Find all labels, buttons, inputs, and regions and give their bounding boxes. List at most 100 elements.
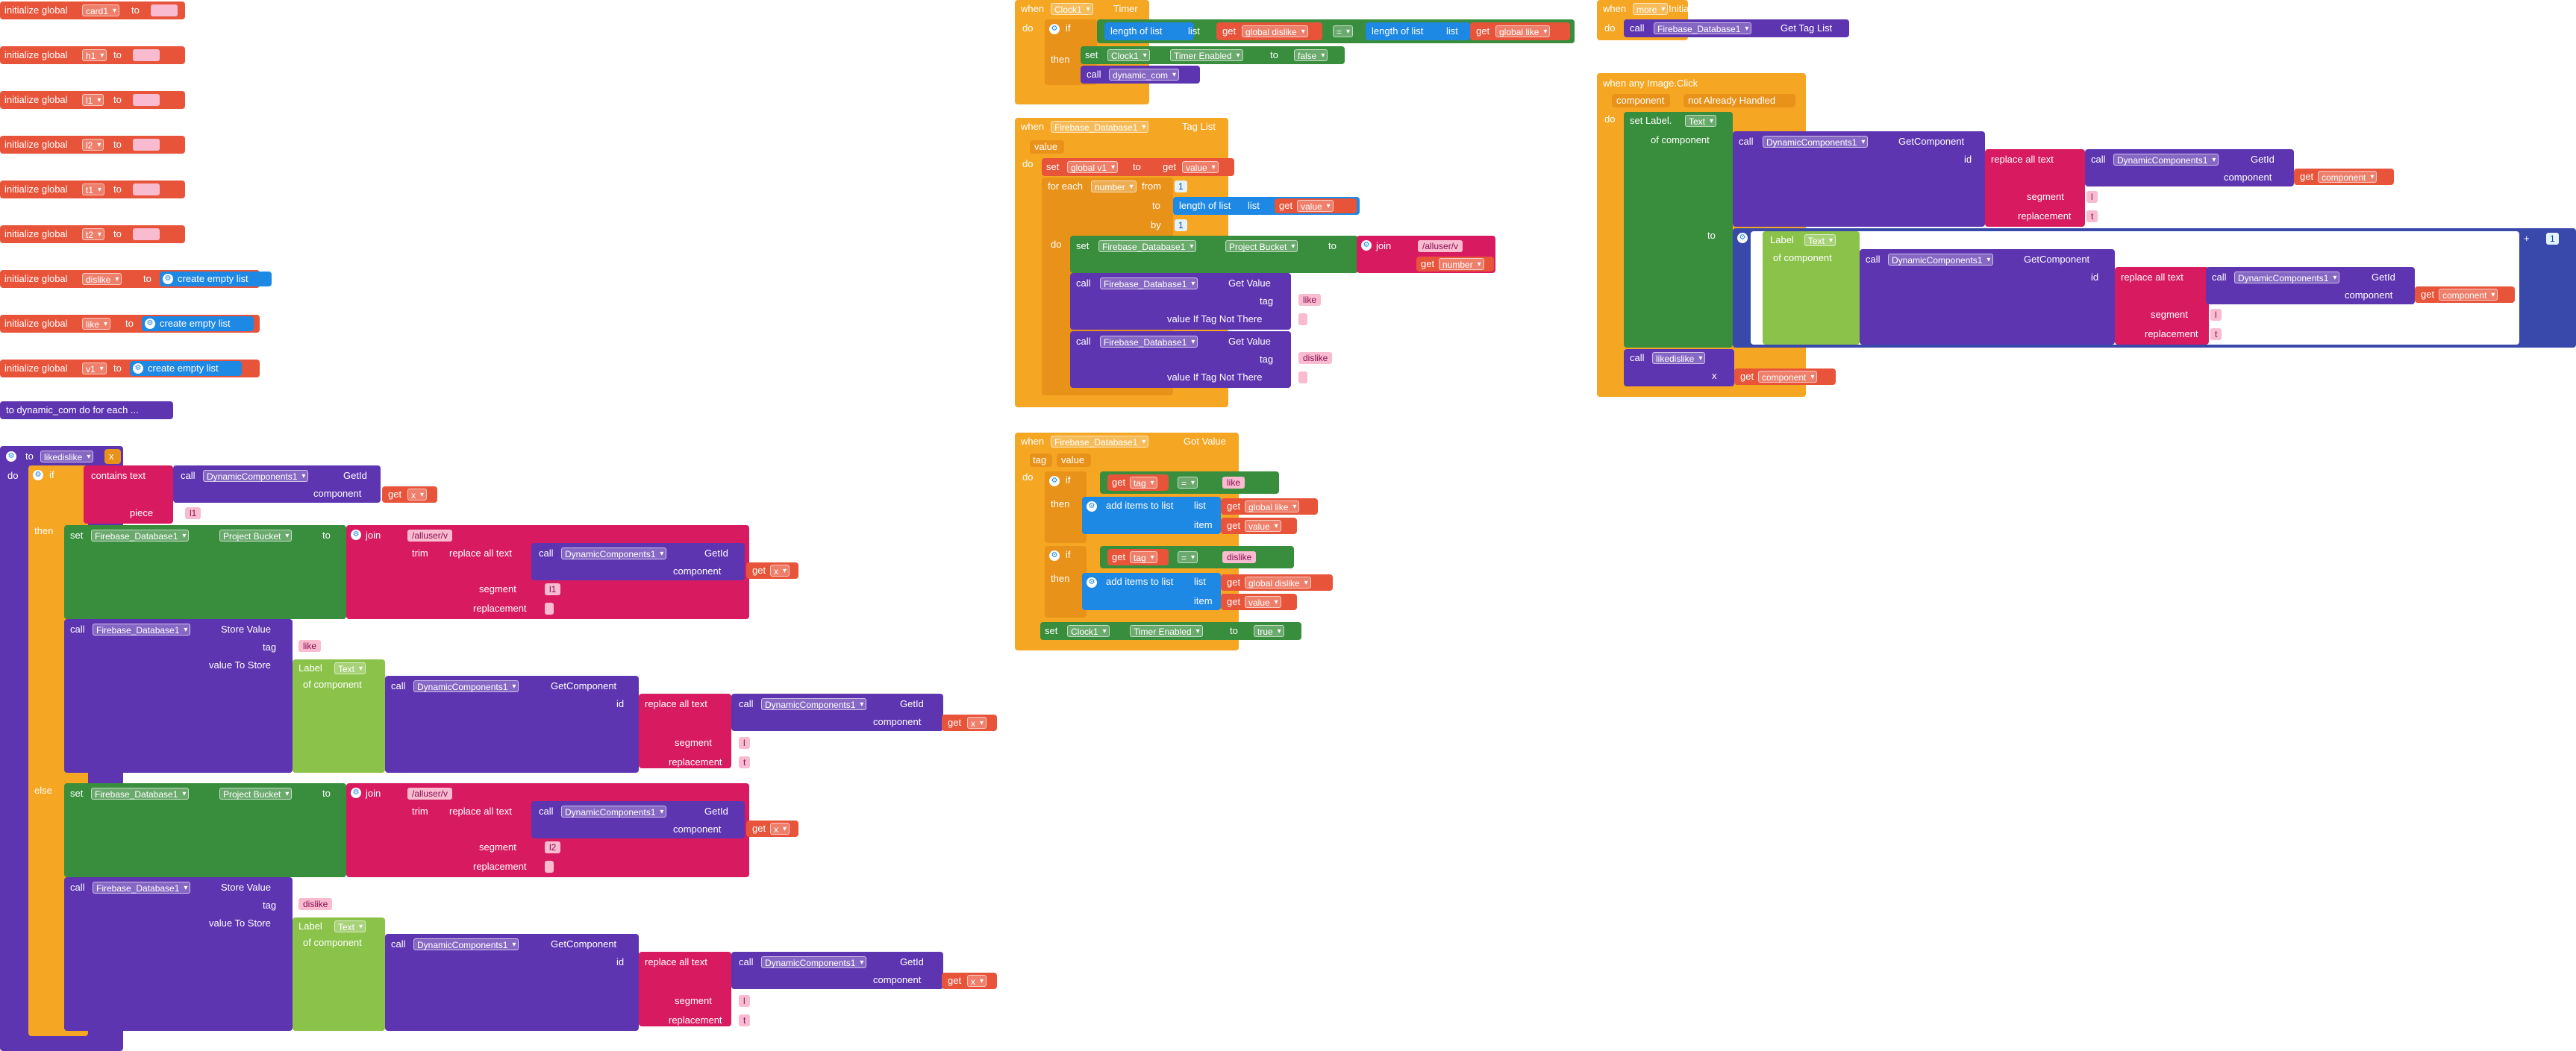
init-name-field[interactable]: like <box>82 318 111 330</box>
getcomponent-right-1[interactable]: call DynamicComponents1 GetComponent id <box>1733 131 1985 227</box>
get-x-2[interactable]: get x <box>746 562 798 579</box>
replace-all-1[interactable]: replace all text segment replacement <box>639 694 731 768</box>
tag-dislike[interactable]: dislike <box>1298 352 1333 364</box>
init-name-field[interactable]: v1 <box>82 363 107 375</box>
label-text-getter-2[interactable]: Label Text of component <box>293 917 385 1031</box>
initialize-global-t1[interactable]: initialize globalt1to <box>0 181 185 198</box>
add-items-dislike[interactable]: ⚙ add items to list list item <box>1082 573 1221 610</box>
create-empty-list[interactable]: ⚙create empty list <box>130 361 242 376</box>
init-empty-string[interactable] <box>133 94 160 106</box>
length-of-list-2[interactable]: length of list <box>1366 22 1470 40</box>
getid-right-2[interactable]: call DynamicComponents1 GetId component <box>2206 267 2415 304</box>
gear-icon[interactable]: ⚙ <box>33 470 43 480</box>
gear-icon[interactable]: ⚙ <box>351 530 361 540</box>
set-project-bucket-tag[interactable]: set Firebase_Database1 Project Bucket to <box>1070 236 1358 273</box>
init-name-field[interactable]: t2 <box>82 228 105 241</box>
call-likedislike[interactable]: call likedislike x <box>1624 349 1734 386</box>
segment-l-2[interactable]: l <box>739 995 750 1007</box>
proc-name-field[interactable]: likedislike <box>40 451 94 463</box>
init-name-field[interactable]: l1 <box>82 94 104 107</box>
default-blank-1[interactable] <box>1298 313 1307 325</box>
initialize-global-l2[interactable]: initialize globall2to <box>0 136 185 154</box>
set-project-bucket-2[interactable]: set Firebase_Database1 Project Bucket to <box>64 783 346 877</box>
param-component[interactable]: component <box>1612 94 1670 107</box>
init-empty-string[interactable] <box>133 183 160 195</box>
set-clock-timer-false[interactable]: set Clock1 Timer Enabled to false <box>1081 46 1345 64</box>
init-name-field[interactable]: card1 <box>82 4 120 17</box>
initialize-global-t2[interactable]: initialize globalt2to <box>0 225 185 243</box>
from-one[interactable]: 1 <box>1175 181 1187 192</box>
init-empty-string[interactable] <box>151 4 178 16</box>
getid-call-5[interactable]: call DynamicComponents1 GetId component <box>731 952 943 989</box>
init-name-field[interactable]: dislike <box>82 273 122 286</box>
get-global-dislike-2[interactable]: get global dislike <box>1221 574 1333 591</box>
dc-dropdown[interactable]: DynamicComponents1 <box>203 470 309 483</box>
call-dynamic-com[interactable]: call dynamic_com <box>1081 66 1200 84</box>
by-one[interactable]: 1 <box>1175 219 1187 231</box>
get-x-3[interactable]: get x <box>942 715 997 731</box>
getid-call-1[interactable]: call DynamicComponents1 GetId component <box>173 465 381 503</box>
plus-one[interactable]: 1 <box>2546 233 2559 245</box>
store-value-like[interactable]: call Firebase_Database1 Store Value tag … <box>64 619 293 773</box>
getid-right-1[interactable]: call DynamicComponents1 GetId component <box>2085 149 2294 186</box>
call-get-tag-list[interactable]: call Firebase_Database1 Get Tag List <box>1624 19 1849 37</box>
set-project-bucket-1[interactable]: set Firebase_Database1 Project Bucket to <box>64 525 346 619</box>
get-value-like[interactable]: call Firebase_Database1 Get Value tag va… <box>1070 273 1291 330</box>
gear-icon[interactable]: ⚙ <box>1087 577 1097 588</box>
get-x-1[interactable]: get x <box>382 486 437 503</box>
get-value-item-1[interactable]: get value <box>1221 518 1297 534</box>
if-tag-like[interactable]: ⚙ if then <box>1045 471 1087 543</box>
get-component-right-2[interactable]: get component <box>2415 286 2515 303</box>
initialize-global-h1[interactable]: initialize globalh1to <box>0 46 185 64</box>
replacement-t[interactable]: t <box>739 756 751 768</box>
getcomponent-right-2[interactable]: call DynamicComponents1 GetComponent id <box>1860 249 2115 345</box>
initialize-global-l1[interactable]: initialize globall1to <box>0 91 185 109</box>
initialize-global-card1[interactable]: initialize globalcard1to <box>0 1 185 19</box>
param-tag[interactable]: tag <box>1030 454 1052 467</box>
init-name-field[interactable]: t1 <box>82 183 105 196</box>
get-x-5[interactable]: get x <box>942 973 997 989</box>
store-value-dislike[interactable]: call Firebase_Database1 Store Value tag … <box>64 877 293 1031</box>
length-of-list-1[interactable]: length of list <box>1104 22 1194 40</box>
param-value[interactable]: value <box>1030 140 1064 154</box>
replace-all-right-2[interactable]: replace all text segment replacement <box>2115 267 2209 345</box>
gear-icon[interactable]: ⚙ <box>1737 233 1748 243</box>
replace-all-right-1[interactable]: replace all text segment replacement <box>1985 149 2085 227</box>
get-global-like-2[interactable]: get global like <box>1221 498 1318 515</box>
gear-icon[interactable]: ⚙ <box>351 788 361 798</box>
getid-call-4[interactable]: call DynamicComponents1 GetId component <box>531 801 745 838</box>
create-empty-list[interactable]: ⚙create empty list <box>142 316 254 331</box>
gear-icon[interactable]: ⚙ <box>145 319 155 329</box>
proc-param-x[interactable]: x <box>104 449 121 464</box>
getcomponent-call-2[interactable]: call DynamicComponents1 GetComponent id <box>385 934 639 1031</box>
gear-icon[interactable]: ⚙ <box>1049 24 1060 34</box>
set-label-text[interactable]: set Label. Text of component to <box>1624 112 1733 348</box>
segment-l[interactable]: l <box>739 737 750 749</box>
tag-like-string[interactable]: like <box>298 640 322 652</box>
gear-icon[interactable]: ⚙ <box>163 274 173 284</box>
piece-value[interactable]: l1 <box>185 507 201 519</box>
set-global-v1[interactable]: set global v1 to get value <box>1042 158 1234 176</box>
get-component-right-1[interactable]: get component <box>2294 169 2394 185</box>
initialize-global-like[interactable]: initialize globalliketo⚙create empty lis… <box>0 315 260 333</box>
tag-dislike-string[interactable]: dislike <box>298 898 333 910</box>
create-empty-list[interactable]: ⚙create empty list <box>160 272 272 286</box>
gear-icon[interactable]: ⚙ <box>1049 550 1060 561</box>
replace-all-2[interactable]: replace all text segment replacement <box>639 952 731 1026</box>
replacement-right-2[interactable]: t <box>2210 328 2222 340</box>
init-empty-string[interactable] <box>133 228 160 240</box>
gear-icon[interactable]: ⚙ <box>1087 501 1097 512</box>
init-name-field[interactable]: l2 <box>82 139 104 151</box>
replacement-right-1[interactable]: t <box>2086 210 2098 222</box>
set-clock-timer-true[interactable]: set Clock1 Timer Enabled to true <box>1040 622 1301 640</box>
contains-text-block[interactable]: contains text piece l1 <box>84 465 201 524</box>
getid-call-2[interactable]: call DynamicComponents1 GetId component <box>531 543 745 580</box>
initialize-global-dislike[interactable]: initialize globaldisliketo⚙create empty … <box>0 270 272 288</box>
